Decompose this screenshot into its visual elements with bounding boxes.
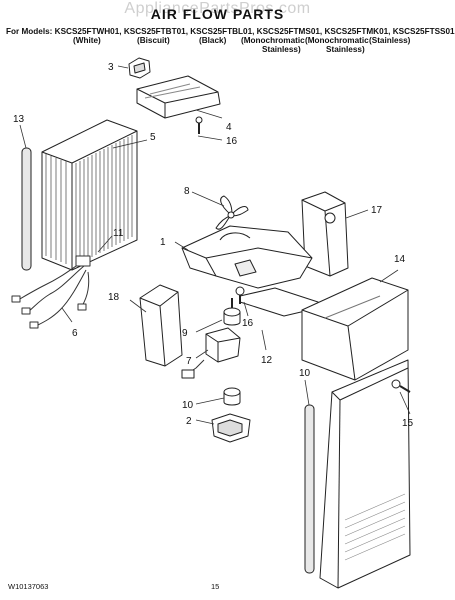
part-10-motor-mount-upper[interactable] (223, 298, 241, 326)
variant-black: (Black) (199, 36, 227, 45)
part-4-damper-housing[interactable] (136, 75, 221, 119)
callout-6: 6 (72, 328, 78, 339)
callout-16: 16 (226, 136, 238, 147)
variant-white: (White) (73, 36, 101, 45)
part-17-rear-duct[interactable] (301, 191, 349, 277)
variant-line2-1: Stainless) (262, 45, 301, 54)
part-13-gasket[interactable] (21, 147, 32, 271)
callout-14: 14 (394, 254, 406, 265)
part-16-screw-middle[interactable] (235, 286, 245, 304)
variant-biscuit: (Biscuit) (137, 36, 170, 45)
part-7-fan-motor[interactable] (181, 327, 241, 379)
leader-lines (19, 65, 411, 425)
callout-11: 11 (113, 228, 124, 239)
callout-10-lower: 10 (182, 400, 194, 411)
part-2-bottom-bracket[interactable] (211, 413, 251, 443)
part-6-wire-harness[interactable] (11, 255, 91, 329)
callout-12: 12 (261, 355, 273, 366)
part-10-motor-mount-lower[interactable] (223, 387, 241, 406)
callout-8: 8 (184, 186, 190, 197)
page-title: AIR FLOW PARTS (150, 6, 285, 22)
part-8-fan-blade[interactable] (215, 195, 249, 230)
page-number: 15 (211, 582, 220, 591)
callout-4: 4 (226, 122, 232, 133)
part-1-air-tower[interactable] (181, 225, 313, 289)
callout-16-middle: 16 (242, 318, 254, 329)
part-16-screw-top[interactable] (195, 116, 203, 134)
part-9-gasket[interactable] (304, 404, 315, 574)
variant-line2-2: Stainless) (326, 45, 365, 54)
part-15-screw[interactable] (391, 379, 411, 393)
callout-15: 15 (402, 418, 414, 429)
models-line: For Models: KSCS25FTWH01, KSCS25FTBT01, … (6, 27, 455, 36)
variant-monochromatic-2: (Monochromatic (305, 36, 369, 45)
callout-1: 1 (160, 237, 166, 248)
watermark: AppliancePartsPros.com (124, 0, 311, 17)
callout-2: 2 (186, 416, 192, 427)
doc-number: W10137063 (8, 582, 49, 591)
callout-18: 18 (108, 292, 120, 303)
part-3-clip[interactable] (128, 57, 151, 79)
part-14-rear-cover[interactable] (301, 277, 409, 381)
variant-stainless: (Stainless) (369, 36, 411, 45)
part-14-lower-panel[interactable] (319, 359, 411, 589)
exploded-parts-diagram: 3 4 16 5 13 11 1 8 17 18 6 9 7 10 2 16 1… (11, 57, 414, 589)
callout-7: 7 (186, 356, 192, 367)
part-18-side-duct[interactable] (139, 284, 183, 367)
callout-10-upper: 9 (182, 328, 188, 339)
callout-9: 10 (299, 368, 311, 379)
callout-17: 17 (371, 205, 383, 216)
callout-3: 3 (108, 62, 114, 73)
callout-13: 13 (13, 114, 25, 125)
variant-monochromatic-1: (Monochromatic (241, 36, 305, 45)
callout-5: 5 (150, 132, 156, 143)
part-5-evaporator-cover[interactable] (41, 119, 138, 271)
